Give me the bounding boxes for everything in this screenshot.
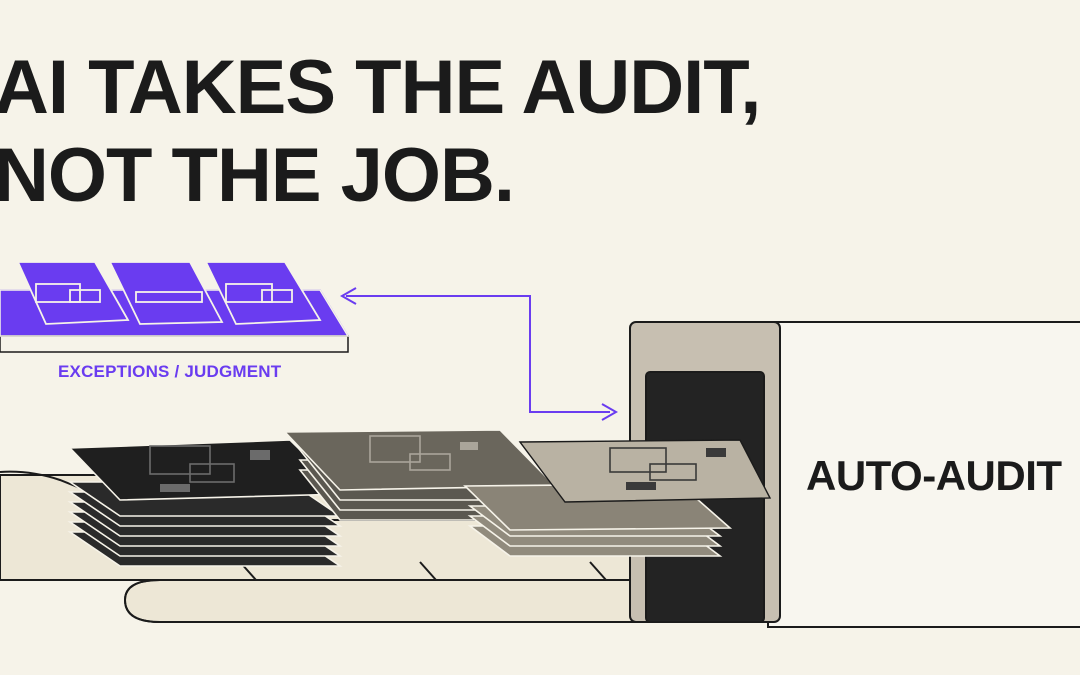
exceptions-flow-arrow xyxy=(339,287,619,421)
document-icon xyxy=(108,261,224,325)
document-stack-light xyxy=(463,439,772,557)
document-icon xyxy=(16,261,130,325)
headline: AI TAKES THE AUDIT, NOT THE JOB. xyxy=(0,44,761,220)
document-icon xyxy=(204,261,322,325)
exceptions-label: EXCEPTIONS / JUDGMENT xyxy=(58,362,282,381)
headline-line-1: AI TAKES THE AUDIT, xyxy=(0,45,761,130)
document-stack-dark xyxy=(67,439,347,567)
machine-label: AUTO-AUDIT xyxy=(806,452,1062,499)
headline-line-2: NOT THE JOB. xyxy=(0,133,515,218)
